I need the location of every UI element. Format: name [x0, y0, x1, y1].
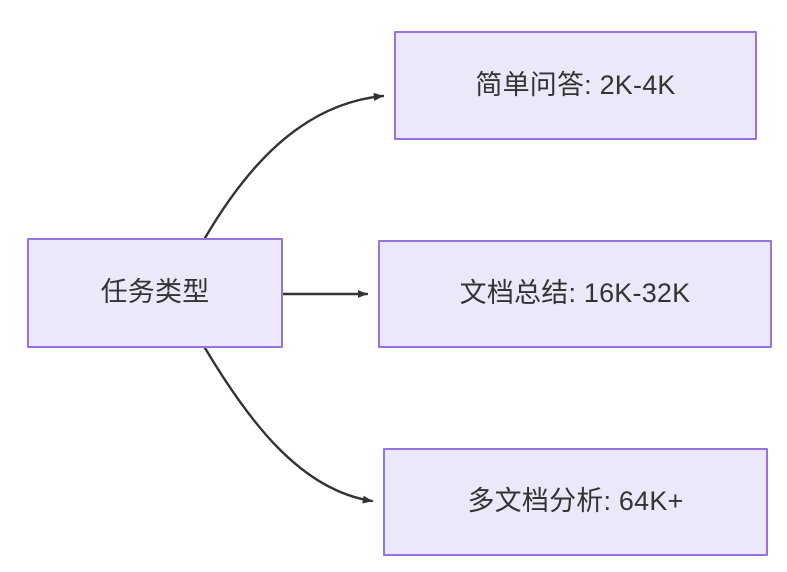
node-doc-summary[interactable]: 文档总结: 16K-32K	[378, 240, 772, 348]
node-simple-qa-label: 简单问答: 2K-4K	[475, 69, 676, 100]
node-simple-qa[interactable]: 简单问答: 2K-4K	[394, 31, 757, 140]
node-multi-doc[interactable]: 多文档分析: 64K+	[383, 448, 768, 556]
edge-task-to-simple-qa	[203, 92, 385, 240]
node-task-type[interactable]: 任务类型	[27, 238, 283, 348]
node-doc-summary-label: 文档总结: 16K-32K	[459, 278, 691, 309]
node-multi-doc-label: 多文档分析: 64K+	[467, 486, 684, 517]
node-task-type-label: 任务类型	[100, 277, 210, 308]
edge-task-to-multi-doc	[203, 346, 374, 504]
